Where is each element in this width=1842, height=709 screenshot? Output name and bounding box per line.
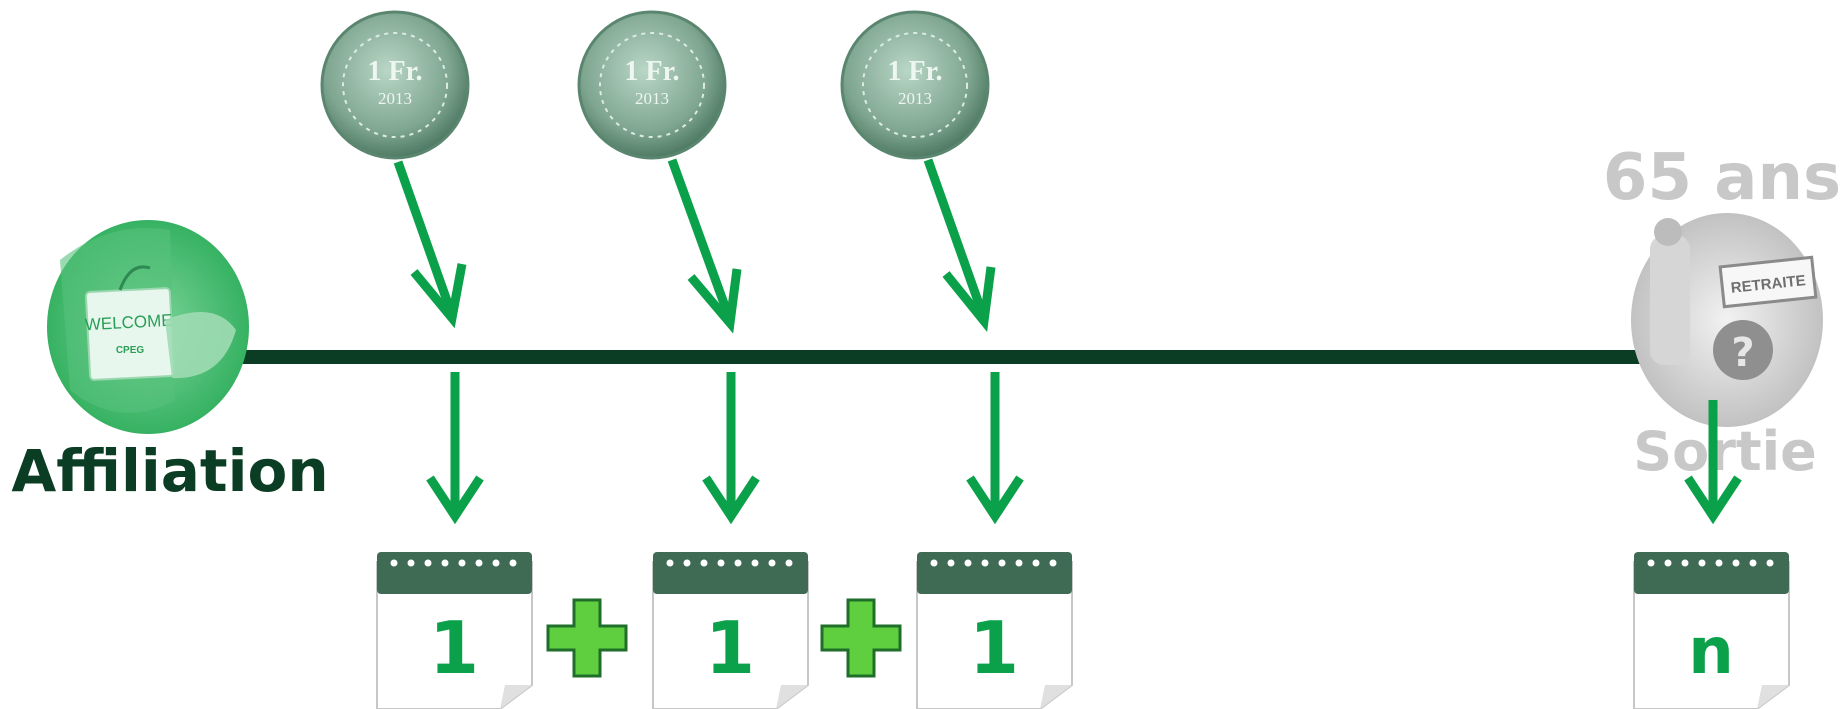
calendar-3: 1: [916, 552, 1073, 709]
retirement-sign-photo: RETRAITE ?: [1631, 213, 1823, 427]
timeline-bar: [200, 350, 1640, 364]
calendar-3-value: 1: [969, 606, 1019, 690]
coin-3: 1 Fr. 2013: [840, 10, 990, 160]
year-arrow-2: [702, 372, 760, 525]
coin-2-value: 1 Fr.: [625, 56, 680, 87]
contribution-arrow-3: [923, 158, 996, 333]
coin-3-value: 1 Fr.: [888, 56, 943, 87]
welcome-badge-org: CPEG: [116, 345, 145, 356]
age-label: 65 ans: [1603, 141, 1841, 215]
calendar-n: n: [1633, 552, 1790, 709]
welcome-badge-title: WELCOME: [84, 311, 173, 335]
affiliation-label: Affiliation: [11, 437, 328, 505]
plus-sign-1: [546, 598, 628, 678]
year-arrow-n: [1684, 400, 1742, 525]
coin-1-year: 2013: [378, 89, 412, 108]
calendar-1-value: 1: [429, 606, 479, 690]
calendar-1: 1: [376, 552, 533, 709]
contribution-arrow-1: [393, 160, 467, 329]
exit-label: Sortie: [1633, 420, 1817, 483]
coin-2-year: 2013: [635, 89, 669, 108]
coin-3-year: 2013: [898, 89, 932, 108]
coin-1: 1 Fr. 2013: [320, 10, 470, 160]
calendar-n-value: n: [1688, 615, 1734, 689]
calendar-2: 1: [652, 552, 809, 709]
welcome-badge-photo: WELCOME CPEG: [47, 220, 249, 434]
coin-1-value: 1 Fr.: [368, 56, 423, 87]
coin-2: 1 Fr. 2013: [577, 10, 727, 160]
retirement-question-mark: ?: [1731, 330, 1754, 376]
calendar-2-value: 1: [705, 606, 755, 690]
year-arrow-1: [426, 372, 484, 525]
contribution-arrow-2: [667, 158, 742, 334]
year-arrow-3: [966, 372, 1024, 525]
plus-sign-2: [820, 598, 902, 678]
